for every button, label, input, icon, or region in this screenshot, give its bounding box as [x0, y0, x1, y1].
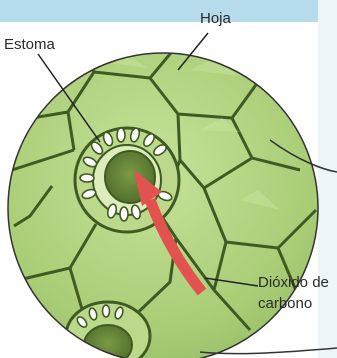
page-edge-strip [318, 0, 337, 358]
leaf-label: Hoja [200, 10, 231, 28]
stoma-label: Estoma [4, 36, 55, 54]
header-banner [0, 0, 337, 22]
stoma-partial [66, 302, 150, 358]
stoma [75, 127, 179, 232]
co2-label-line2: carbono [258, 295, 312, 313]
co2-label-line1: Dióxido de [258, 274, 329, 292]
